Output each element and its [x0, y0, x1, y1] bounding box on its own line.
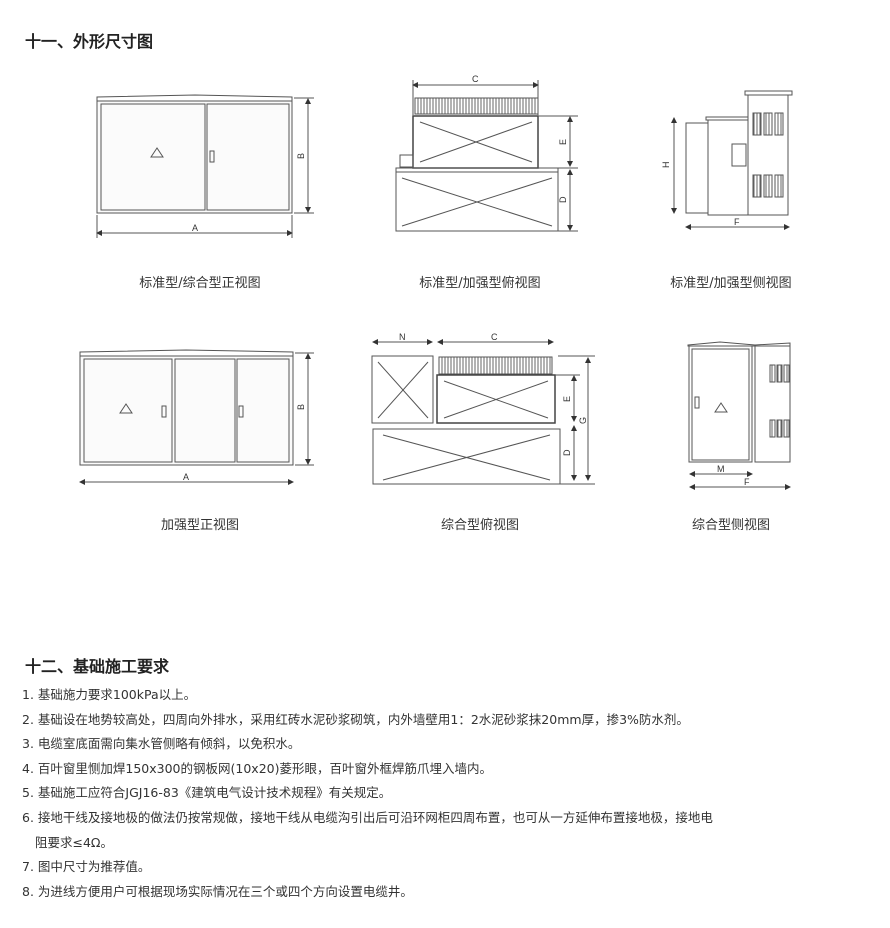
- handle-icon: [209, 150, 215, 163]
- section-12-title: 十二、基础施工要求: [25, 657, 170, 676]
- caption-top-view-combined: 综合型俯视图: [440, 518, 520, 533]
- svg-text:F: F: [744, 477, 750, 487]
- section-11-title: 十一、外形尺寸图: [25, 32, 154, 51]
- caption-side-view-standard: 标准型/加强型侧视图: [670, 276, 792, 291]
- side-view-standard: H F: [661, 90, 793, 230]
- caption-front-view-standard: 标准型/综合型正视图: [139, 276, 261, 291]
- dim-label-m: M: [717, 464, 725, 474]
- list-item: 4. 百叶窗里恻加焊150x300的钢板网(10x20)菱形眼，百叶窗外框焊筋爪…: [22, 760, 492, 776]
- top-view-standard: C E D: [395, 74, 578, 232]
- list-item: 6. 接地干线及接地极的做法仍按常规做，接地干线从电缆沟引出后可沿环网柜四周布置…: [22, 809, 713, 825]
- dim-label-h: H: [661, 162, 671, 169]
- list-item: 8. 为进线方便用户可根据现场实际情况在三个或四个方向设置电缆井。: [22, 883, 413, 899]
- warning-triangle-icon: [714, 402, 728, 413]
- dim-label-f: F: [734, 217, 740, 227]
- svg-text:B: B: [296, 404, 306, 410]
- dim-label-e: E: [558, 139, 568, 145]
- warning-triangle-icon: [119, 403, 133, 414]
- dim-label-n: N: [399, 332, 406, 342]
- dimension-drawings: A B C E D H F: [79, 74, 793, 490]
- caption-front-view-reinforced: 加强型正视图: [160, 518, 240, 533]
- warning-triangle-icon: [150, 147, 164, 158]
- list-item-continuation: 阻要求≤4Ω。: [35, 834, 113, 850]
- list-item: 1. 基础施力要求100kPa以上。: [22, 687, 197, 702]
- list-item: 7. 图中尺寸为推荐值。: [22, 859, 151, 875]
- dim-label-c: C: [472, 74, 479, 84]
- list-item: 3. 电缆室底面需向集水管侧略有倾斜，以免积水。: [22, 736, 301, 752]
- caption-side-view-combined: 综合型侧视图: [691, 518, 771, 533]
- dim-label-b: B: [296, 153, 306, 159]
- dim-label-g: G: [578, 417, 588, 424]
- svg-text:C: C: [491, 332, 498, 342]
- side-view-combined: M F: [687, 341, 791, 490]
- front-view-standard: A B: [96, 94, 314, 238]
- caption-top-view-standard: 标准型/加强型俯视图: [419, 276, 541, 291]
- dim-label-d: D: [558, 196, 568, 203]
- list-item: 2. 基础设在地势较高处，四周向外排水，采用红砖水泥砂浆砌筑，内外墙壁用1：2水…: [22, 711, 689, 727]
- requirements-list: 1. 基础施力要求100kPa以上。 2. 基础设在地势较高处，四周向外排水，采…: [22, 683, 872, 904]
- svg-text:A: A: [183, 472, 189, 482]
- list-item: 5. 基础施工应符合JGJ16-83《建筑电气设计技术规程》有关规定。: [22, 785, 392, 801]
- front-view-reinforced: A B: [79, 349, 314, 485]
- dim-label-a: A: [192, 223, 198, 233]
- top-view-combined: N C E D G: [371, 332, 595, 485]
- svg-text:E: E: [562, 396, 572, 402]
- svg-text:D: D: [562, 449, 572, 456]
